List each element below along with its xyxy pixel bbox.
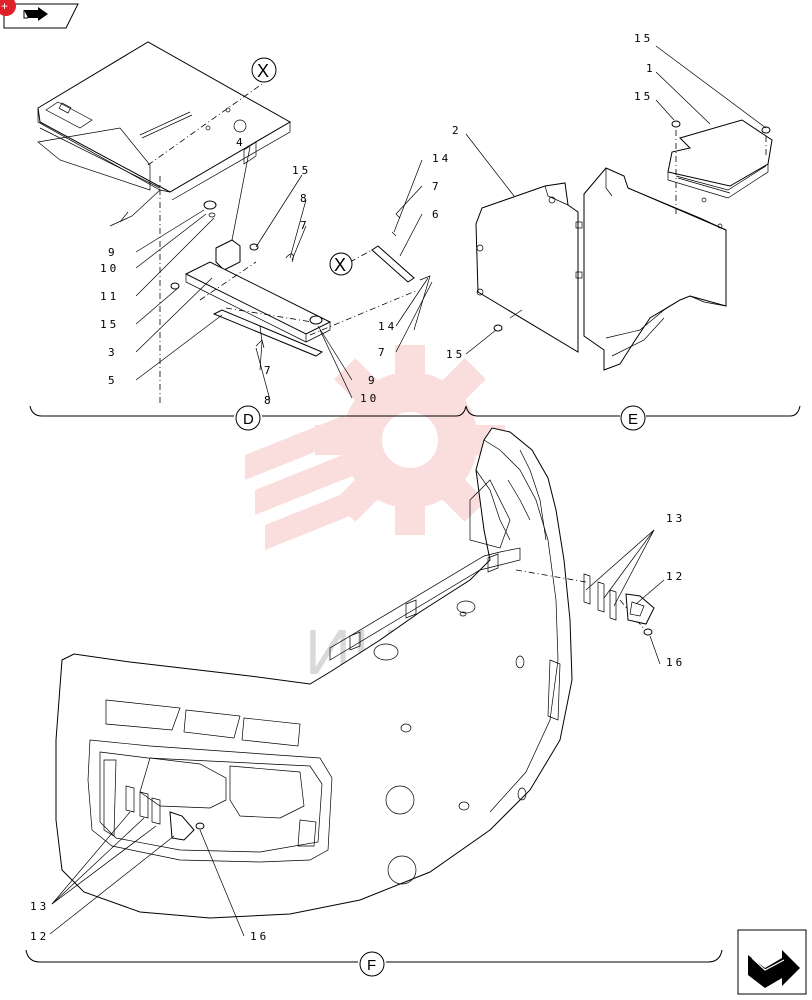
callout-d-11: 7 bbox=[264, 364, 274, 377]
callout-d-8: 15 bbox=[100, 318, 119, 331]
callout-d-3: 8 bbox=[300, 192, 310, 205]
badge-plus-icon: + bbox=[0, 0, 16, 16]
callout-d-6: 10 bbox=[100, 262, 119, 275]
section-d-label: D bbox=[243, 411, 254, 428]
callout-d-1: 4 bbox=[236, 136, 246, 149]
callout-e-1: 15 bbox=[634, 32, 653, 45]
section-e-bracket: E bbox=[465, 405, 801, 431]
callout-e-4: 2 bbox=[452, 124, 462, 137]
callout-d-12: 8 bbox=[264, 394, 274, 407]
callout-f-3: 16 bbox=[666, 656, 685, 669]
callout-d-17: 6 bbox=[432, 208, 442, 221]
section-f-label: F bbox=[367, 957, 376, 974]
callout-d-18: 14 bbox=[378, 320, 397, 333]
callout-d-14: 10 bbox=[360, 392, 379, 405]
callout-e-3: 15 bbox=[634, 90, 653, 103]
section-e-label: E bbox=[628, 411, 638, 428]
callout-d-13: 9 bbox=[368, 374, 378, 387]
callout-d-16: 7 bbox=[432, 180, 442, 193]
view-marker-x-lower: X bbox=[334, 255, 346, 275]
callout-d-10: 5 bbox=[108, 374, 118, 387]
callout-d-15: 14 bbox=[432, 152, 451, 165]
callout-f-5: 12 bbox=[30, 930, 49, 943]
view-marker-x-top: X bbox=[257, 61, 269, 81]
callout-e-2: 1 bbox=[646, 62, 656, 75]
callout-d-2: 15 bbox=[292, 164, 311, 177]
callout-d-7: 11 bbox=[100, 290, 119, 303]
callout-d-19: 7 bbox=[378, 346, 388, 359]
arrow-back-icon bbox=[23, 7, 48, 21]
section-d-assembly: X X bbox=[37, 41, 433, 404]
section-e-assembly bbox=[465, 45, 773, 371]
callout-f-2: 12 bbox=[666, 570, 685, 583]
svg-text:+: + bbox=[1, 0, 8, 13]
section-f-counterweight bbox=[49, 427, 665, 937]
arrow-next-icon bbox=[748, 950, 800, 988]
section-f-bracket: F bbox=[25, 949, 723, 977]
callout-f-1: 13 bbox=[666, 512, 685, 525]
callout-e-5: 15 bbox=[446, 348, 465, 361]
callout-d-4: 7 bbox=[300, 219, 310, 232]
next-page-button[interactable] bbox=[737, 929, 807, 995]
callout-d-9: 3 bbox=[108, 346, 118, 359]
callout-d-5: 9 bbox=[108, 246, 118, 259]
callout-f-4: 13 bbox=[30, 900, 49, 913]
section-d-bracket: D bbox=[29, 405, 467, 431]
back-button[interactable] bbox=[3, 3, 79, 29]
callout-f-6: 16 bbox=[250, 930, 269, 943]
